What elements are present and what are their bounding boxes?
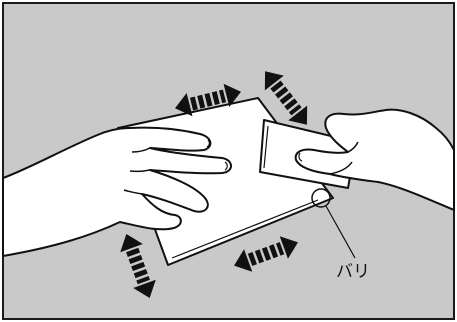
left-hand xyxy=(2,126,232,257)
burr-marker-circle xyxy=(311,188,331,208)
burr-leader-line xyxy=(325,205,356,259)
burr-label: バリ xyxy=(336,262,370,282)
right-hand xyxy=(294,108,455,211)
